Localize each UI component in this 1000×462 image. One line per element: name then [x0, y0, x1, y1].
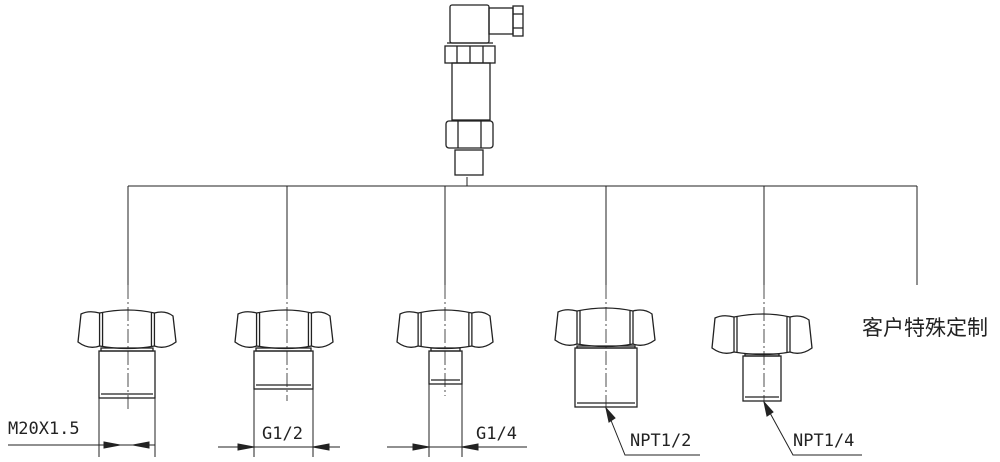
- leader-npt14: [763, 400, 862, 456]
- fitting-npt14: [711, 285, 813, 402]
- transmitter-body: [444, 4, 524, 176]
- dimension-g12: [218, 389, 340, 457]
- leader-npt12: [605, 406, 700, 456]
- fitting-g12: [234, 285, 334, 401]
- fitting-g14: [396, 285, 494, 396]
- fitting-npt12: [554, 285, 656, 408]
- branch-tree: [127, 177, 918, 285]
- dimension-g14: [387, 384, 527, 457]
- label-g1-2: G1/2: [262, 424, 303, 444]
- fitting-m20: [77, 285, 177, 410]
- label-m20x1-5: M20X1.5: [8, 419, 80, 439]
- label-npt1-2: NPT1/2: [630, 431, 691, 451]
- label-npt1-4: NPT1/4: [793, 431, 854, 451]
- dimension-m20x1-5: [8, 398, 156, 457]
- label-custom-option: 客户特殊定制: [862, 316, 988, 340]
- label-g1-4: G1/4: [476, 424, 517, 444]
